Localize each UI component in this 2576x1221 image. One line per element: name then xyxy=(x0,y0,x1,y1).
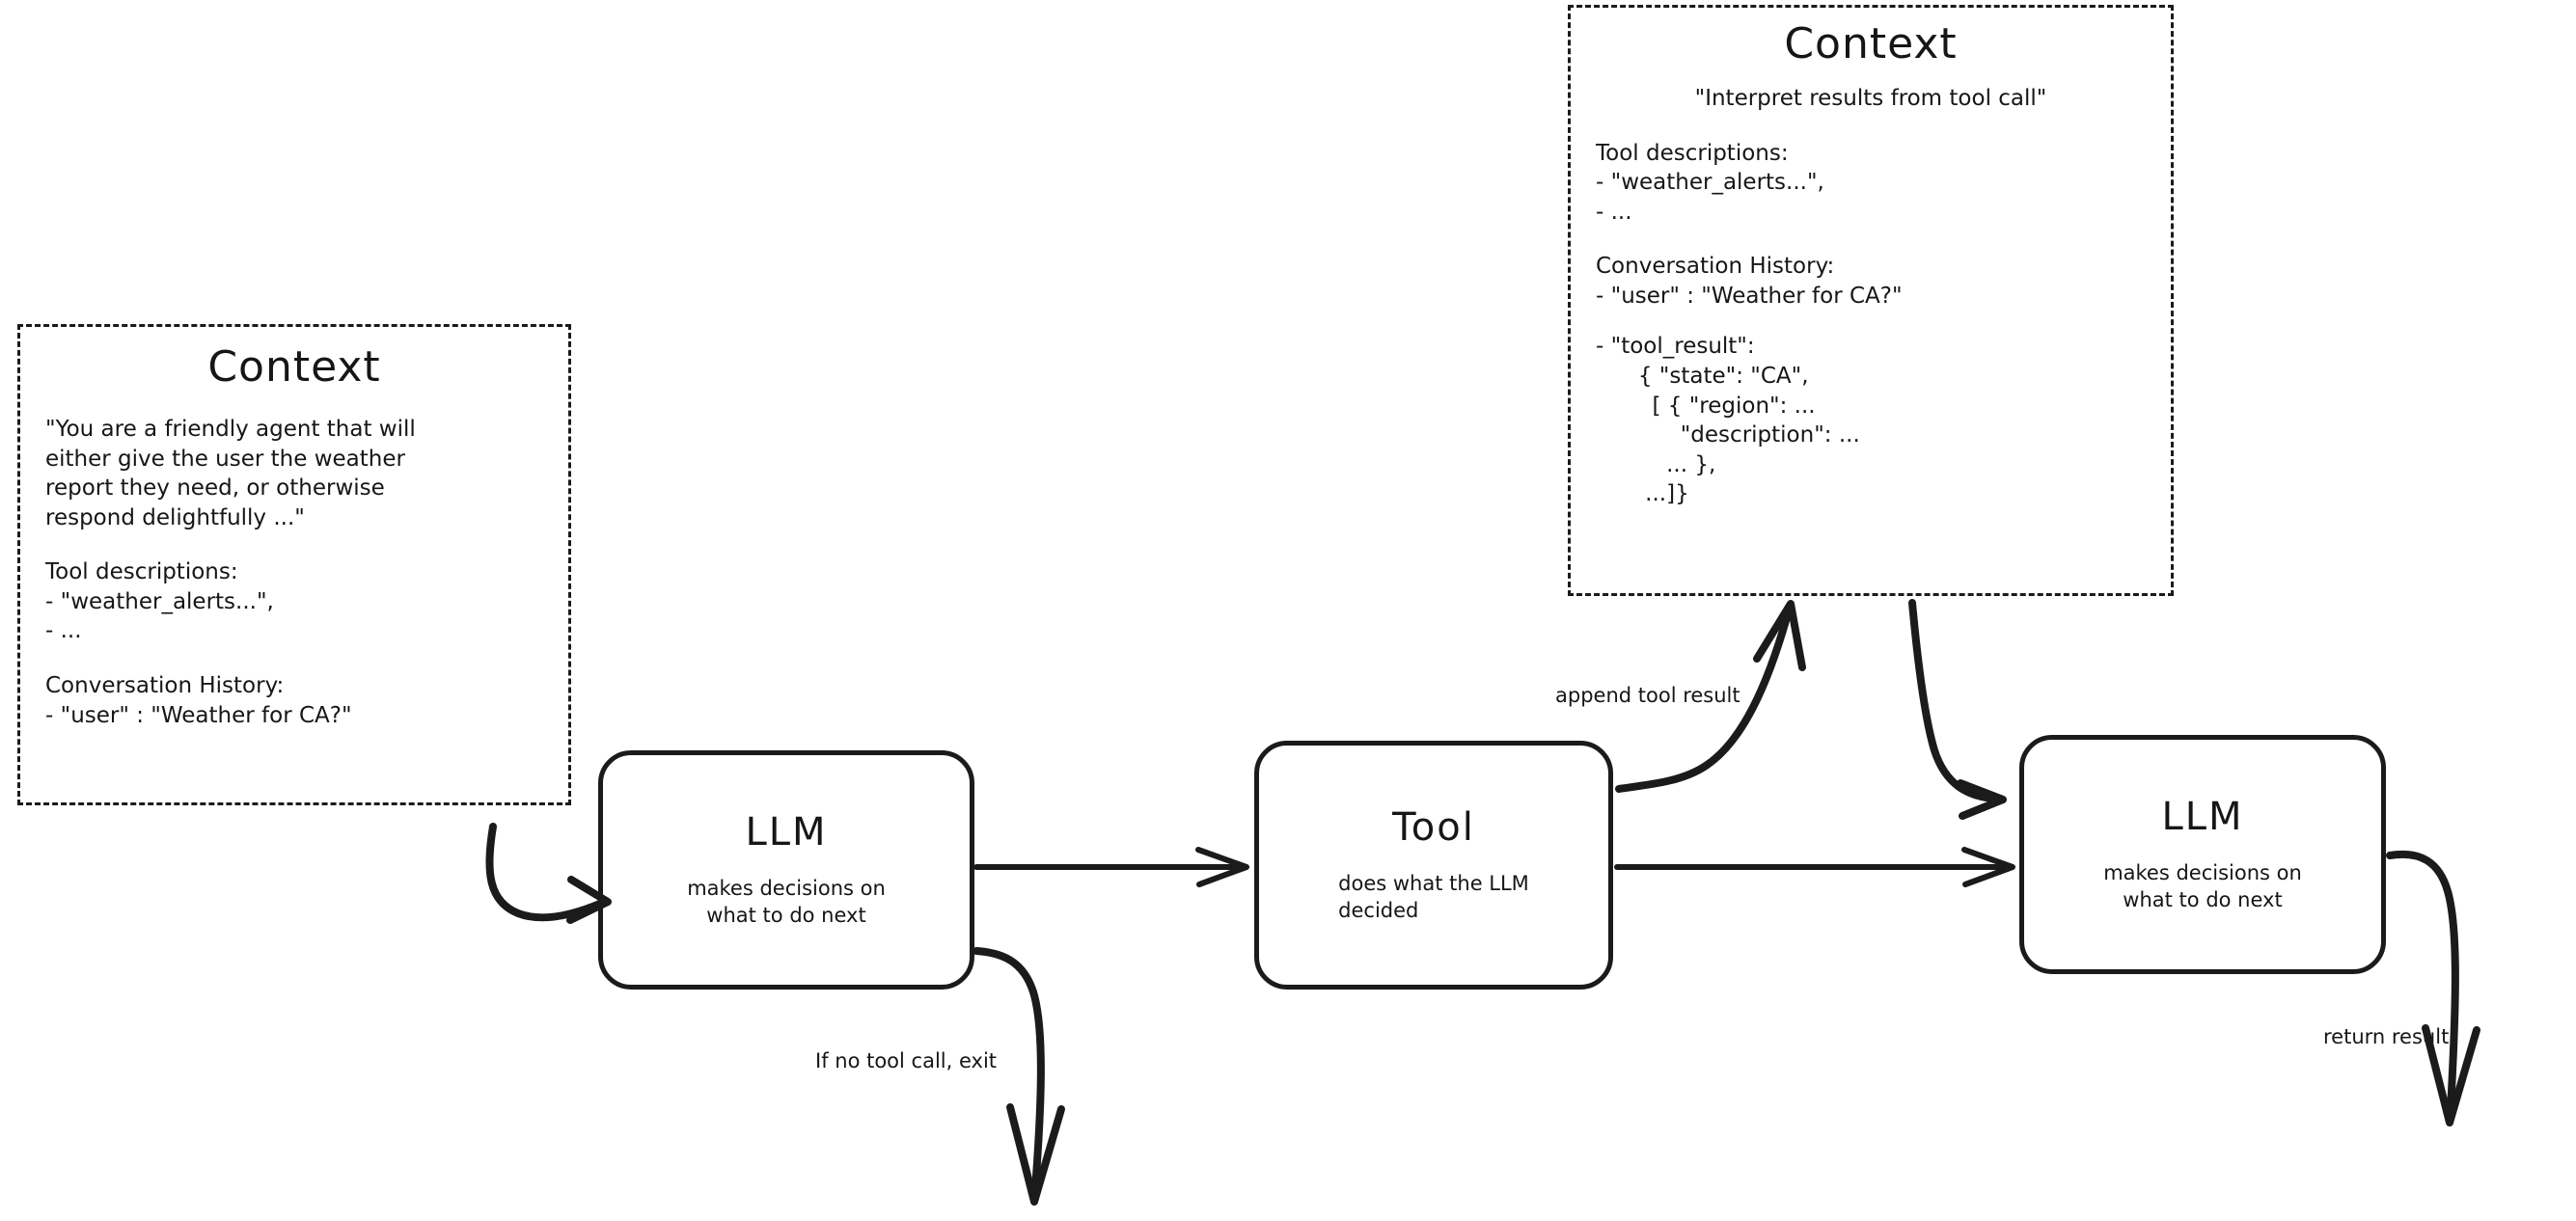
context-left-conversation-heading: Conversation History: xyxy=(45,673,285,699)
context-right-tool-descriptions-heading: Tool descriptions: xyxy=(1596,140,1789,166)
node-llm-left-title: LLM xyxy=(745,810,828,855)
context-left-system-prompt: "You are a friendly agent that will eith… xyxy=(45,417,416,530)
node-llm-right-subtitle: makes decisions on what to do next xyxy=(2103,861,2302,911)
edge-label-no-tool-call-exit: If no tool call, exit xyxy=(815,1049,998,1072)
node-tool-title: Tool xyxy=(1392,805,1475,851)
node-llm-left[interactable]: LLM makes decisions on what to do next xyxy=(598,750,974,990)
context-right-conversation-items: - "user" : "Weather for CA?" xyxy=(1596,283,1903,309)
context-right-system-prompt: "Interpret results from tool call" xyxy=(1694,86,2047,111)
context-right-tool-result-block: - "tool_result": { "state": "CA", [ { "r… xyxy=(1596,334,1860,507)
arrow-tool-to-llm-right xyxy=(1614,847,2015,887)
context-box-right: Context "Interpret results from tool cal… xyxy=(1568,5,2174,596)
edge-label-append-tool-result: append tool result xyxy=(1555,684,1740,707)
context-right-conversation-heading: Conversation History: xyxy=(1596,254,1835,280)
context-left-tool-descriptions-items: - "weather_alerts...", - ... xyxy=(45,588,274,644)
arrow-llm-left-to-tool xyxy=(973,847,1249,887)
arrow-context-right-to-llm-right xyxy=(1908,599,2007,820)
context-right-tool-descriptions-items: - "weather_alerts...", - ... xyxy=(1596,170,1824,225)
node-tool[interactable]: Tool does what the LLM decided xyxy=(1254,741,1613,990)
node-tool-subtitle: does what the LLM decided xyxy=(1338,872,1529,922)
edge-label-return-result: return result xyxy=(2323,1025,2450,1048)
node-llm-right-title: LLM xyxy=(2161,795,2244,840)
context-right-heading: Context xyxy=(1784,19,1958,68)
context-left-tool-descriptions-heading: Tool descriptions: xyxy=(45,559,238,585)
context-left-heading: Context xyxy=(207,342,381,392)
arrow-no-tool-call-exit xyxy=(973,947,1065,1206)
arrow-context-left-to-llm xyxy=(485,823,612,924)
arrow-return-result xyxy=(2386,850,2480,1126)
context-left-conversation-items: - "user" : "Weather for CA?" xyxy=(45,702,352,728)
node-llm-right[interactable]: LLM makes decisions on what to do next xyxy=(2019,735,2386,974)
node-llm-left-subtitle: makes decisions on what to do next xyxy=(687,877,886,927)
context-box-left: Context "You are a friendly agent that w… xyxy=(17,324,571,805)
